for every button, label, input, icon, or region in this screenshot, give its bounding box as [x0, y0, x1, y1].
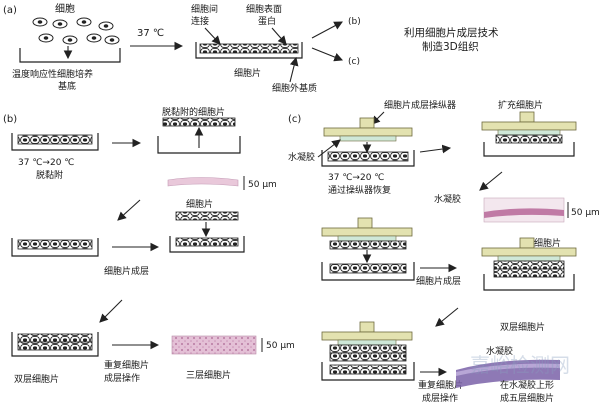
panel-b-tag: (b) [3, 114, 17, 125]
triple-sheet-label: 三层细胞片 [186, 369, 231, 381]
cell-sheet-b4 [17, 239, 93, 250]
double-sheet-bottom [17, 341, 93, 351]
temp-label-a: 37 ℃ [137, 28, 164, 39]
repeat-label-b-1: 重复细胞片 [104, 359, 149, 371]
cell-sheet-a [199, 43, 299, 54]
dish-c2 [483, 142, 575, 157]
manipulator-label: 细胞片成层操纵器 [384, 99, 456, 111]
sheet-b-bottom [175, 237, 239, 247]
double-sheet-label-b: 双层细胞片 [14, 373, 59, 385]
double-sheet-top [17, 333, 93, 343]
cell-sheet-c3 [329, 263, 407, 274]
repeat-label-c-2: 成层操作 [422, 392, 458, 404]
dish-b4 [11, 238, 99, 257]
repeat-label-b-2: 成层操作 [104, 372, 140, 384]
manipulator-4 [481, 237, 577, 278]
cell-sheet-b1 [17, 134, 93, 145]
scale-50-c: 50 μm [571, 208, 600, 218]
cell-junction-label-2: 连接 [191, 15, 209, 27]
surface-protein-label-2: 蛋白 [258, 15, 276, 27]
manipulator-2 [481, 111, 577, 144]
layering-label-b: 细胞片成层 [104, 265, 149, 277]
hydrogel-label-2: 水凝胶 [434, 193, 461, 205]
to-b-label: (b) [348, 17, 361, 27]
culture-dish-a [19, 48, 121, 63]
five-layer-highlight [456, 363, 560, 376]
watermark: 嘉峪检测网 [470, 353, 570, 377]
cell-sheet-label-b: 细胞片 [186, 198, 213, 210]
temp-shift-b: 37 ℃→20 ℃ [18, 158, 74, 168]
to-c-label: (c) [348, 57, 360, 67]
dish-b5 [11, 332, 99, 357]
surface-protein-label-1: 细胞表面 [246, 3, 282, 15]
histology-triple [171, 335, 257, 355]
panel-c-tag: (c) [288, 114, 301, 125]
ecm-label: 细胞外基质 [272, 82, 317, 94]
manipulator-5 [321, 321, 413, 362]
dish-c5 [321, 362, 415, 381]
histology-c1-band [484, 208, 564, 218]
hydrogel-label-3: 水凝胶 [486, 345, 513, 357]
cell-sheet-c1 [327, 151, 409, 162]
cell-junction-label-1: 细胞间 [191, 3, 218, 15]
sheet-b-top [175, 211, 239, 221]
cell-sheet-c5 [329, 364, 407, 375]
manipulator-3 [321, 217, 413, 250]
scattered-cells [32, 17, 120, 45]
hydrogel-label-1: 水凝胶 [288, 151, 315, 163]
dish-c3 [321, 262, 415, 281]
detached-sheet-label: 脱黏附的细胞片 [162, 106, 225, 118]
detach-label: 脱黏附 [36, 169, 63, 181]
scale-50-b: 50 μm [248, 180, 277, 190]
dish-b2 [157, 136, 241, 154]
repeat-label-c-1: 重复细胞片 [418, 379, 463, 391]
temp-shift-c: 37 ℃→20 ℃ [328, 173, 384, 183]
expanded-label: 扩充细胞片 [498, 99, 543, 111]
layering-label-c: 细胞片成层 [416, 275, 461, 287]
scale-50-b2: 50 μm [266, 341, 295, 351]
double-sheet-label-c: 双层细胞片 [500, 321, 545, 333]
dish-c1 [321, 150, 415, 167]
dish-b3 [169, 236, 245, 253]
five-layer-label-2: 成五层细胞片 [500, 392, 554, 404]
manipulator-1 [323, 117, 413, 142]
detached-sheet [162, 117, 236, 127]
recover-label: 通过操纵器恢复 [328, 184, 391, 196]
substrate-label-1: 温度响应性细胞培养 [12, 68, 93, 80]
dish-c4 [483, 274, 575, 291]
dish-b1 [11, 133, 99, 151]
culture-dish-a2 [195, 42, 303, 59]
summary-label-1: 利用细胞片成层技术 [404, 26, 499, 39]
summary-label-2: 制造3D组织 [422, 40, 479, 53]
substrate-label-2: 基底 [58, 80, 76, 92]
panel-a-tag: (a) [3, 5, 17, 16]
cell-sheet-label-c: 细胞片 [534, 237, 561, 249]
histology-strip-b [167, 177, 239, 187]
cell-sheet-label-a: 细胞片 [234, 67, 261, 79]
cells-label: 细胞 [55, 2, 75, 15]
five-layer-label-1: 在水凝胶上形 [500, 379, 554, 391]
